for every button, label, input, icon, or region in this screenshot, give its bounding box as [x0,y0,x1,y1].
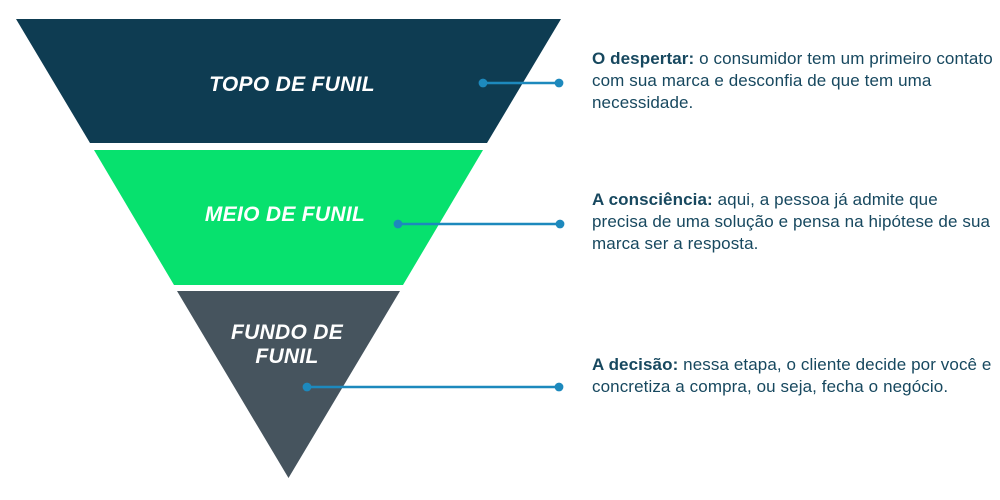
connector-dot [555,219,565,229]
annotation-title: O despertar: [592,49,695,68]
connector-dot [393,219,403,229]
stage-annotation-top: O despertar: o consumidor tem um primeir… [592,48,994,114]
annotation-title: A decisão: [592,355,679,374]
annotation-body: nessa etapa, o cliente decide por você e… [592,355,992,396]
annotation-body: aqui, a pessoa já admite que precisa de … [592,190,991,253]
funnel-stage-label-top: TOPO DE FUNIL [209,73,375,96]
funnel-stage-top-shape [16,19,561,143]
funnel-stage-label-middle: MEIO DE FUNIL [204,203,366,226]
annotation-body: o consumidor tem um primeiro contato com… [592,49,993,112]
stage-annotation-bottom: A decisão: nessa etapa, o cliente decide… [592,354,994,398]
funnel-stage-bottom-shape [177,291,400,478]
connector-dot [554,382,564,392]
stage-annotation-middle: A consciência: aqui, a pessoa já admite … [592,189,994,255]
connector-dot [302,382,312,392]
funnel-stage-label-bottom: FUNDO DE FUNIL [230,321,344,368]
connector-dot [478,78,488,88]
connector-dot [554,78,564,88]
annotation-title: A consciência: [592,190,713,209]
funnel-stage-middle-shape [94,150,483,285]
